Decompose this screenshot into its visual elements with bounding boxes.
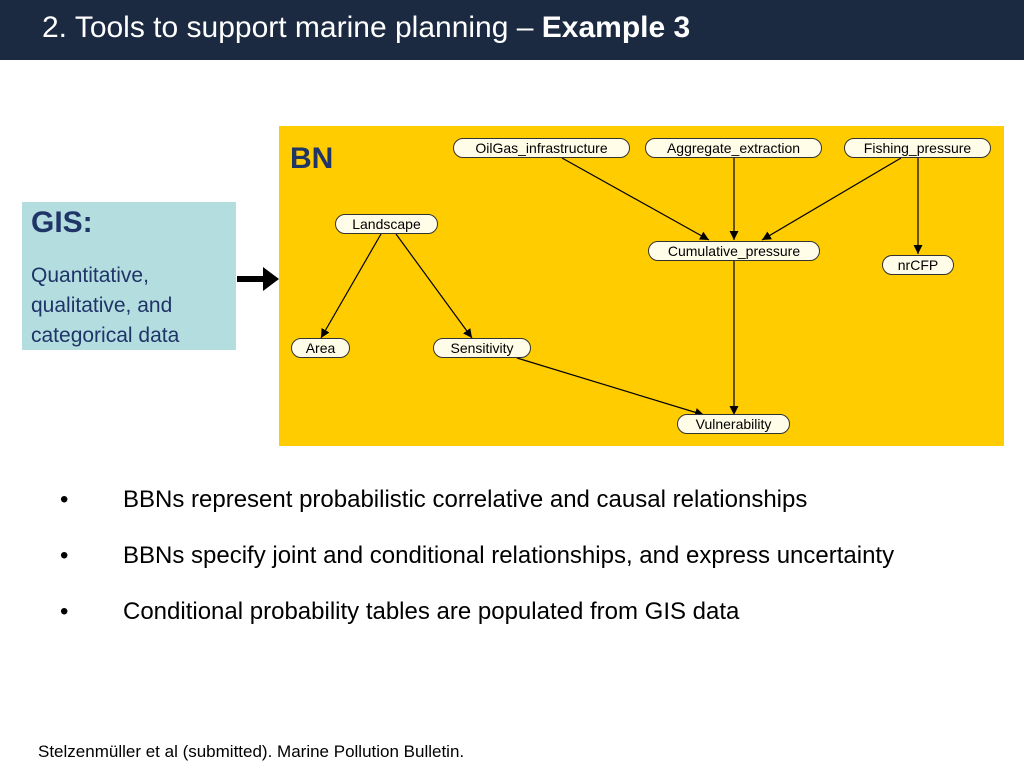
edge-sensitivity-vulnerability xyxy=(516,357,705,417)
node-nrcfp: nrCFP xyxy=(882,255,954,275)
edge-fishing-cumulative xyxy=(761,157,902,241)
bn-label: BN xyxy=(290,142,334,175)
slide-title: 2. Tools to support marine planning – Ex… xyxy=(42,10,690,46)
node-landscape: Landscape xyxy=(335,214,438,234)
node-oilgas-infrastructure: OilGas_infrastructure xyxy=(453,138,630,158)
header-bar: 2. Tools to support marine planning – Ex… xyxy=(0,0,1024,60)
bn-diagram: BN OilGas_infrastructure Aggregate_extra… xyxy=(279,126,1004,446)
gis-title: GIS: xyxy=(31,206,93,239)
bullet-text: BBNs specify joint and conditional relat… xyxy=(123,542,895,569)
bullet-text: Conditional probability tables are popul… xyxy=(123,598,740,625)
bullet-item: • Conditional probability tables are popu… xyxy=(58,592,958,632)
bn-edges xyxy=(320,157,923,417)
right-arrow-icon xyxy=(237,267,279,291)
node-sensitivity: Sensitivity xyxy=(433,338,531,358)
bullet-dot: • xyxy=(60,486,69,513)
bullet-item: • BBNs represent probabilistic correlativ… xyxy=(58,480,958,520)
node-area: Area xyxy=(291,338,350,358)
edge-landscape-area xyxy=(320,233,382,339)
slide-title-emphasis: Example 3 xyxy=(541,11,691,44)
bullet-dot: • xyxy=(60,542,69,569)
edge-oilgas-cumulative xyxy=(561,157,710,241)
gis-description: Quantitative, qualitative, and categoric… xyxy=(31,264,180,347)
slide-title-text: 2. Tools to support marine planning – xyxy=(42,11,542,44)
bullet-list: • BBNs represent probabilistic correlativ… xyxy=(58,480,958,648)
bullet-text: BBNs represent probabilistic correlative… xyxy=(123,486,808,513)
node-cumulative-pressure: Cumulative_pressure xyxy=(648,241,820,261)
bullet-dot: • xyxy=(60,598,69,625)
gis-box: GIS: Quantitative, qualitative, and cate… xyxy=(22,202,236,350)
citation: Stelzenmüller et al (submitted). Marine … xyxy=(38,742,465,761)
bullet-item: • BBNs specify joint and conditional rela… xyxy=(58,536,958,576)
node-fishing-pressure: Fishing_pressure xyxy=(844,138,991,158)
edge-landscape-sensitivity xyxy=(395,233,473,339)
node-vulnerability: Vulnerability xyxy=(677,414,790,434)
node-aggregate-extraction: Aggregate_extraction xyxy=(645,138,822,158)
